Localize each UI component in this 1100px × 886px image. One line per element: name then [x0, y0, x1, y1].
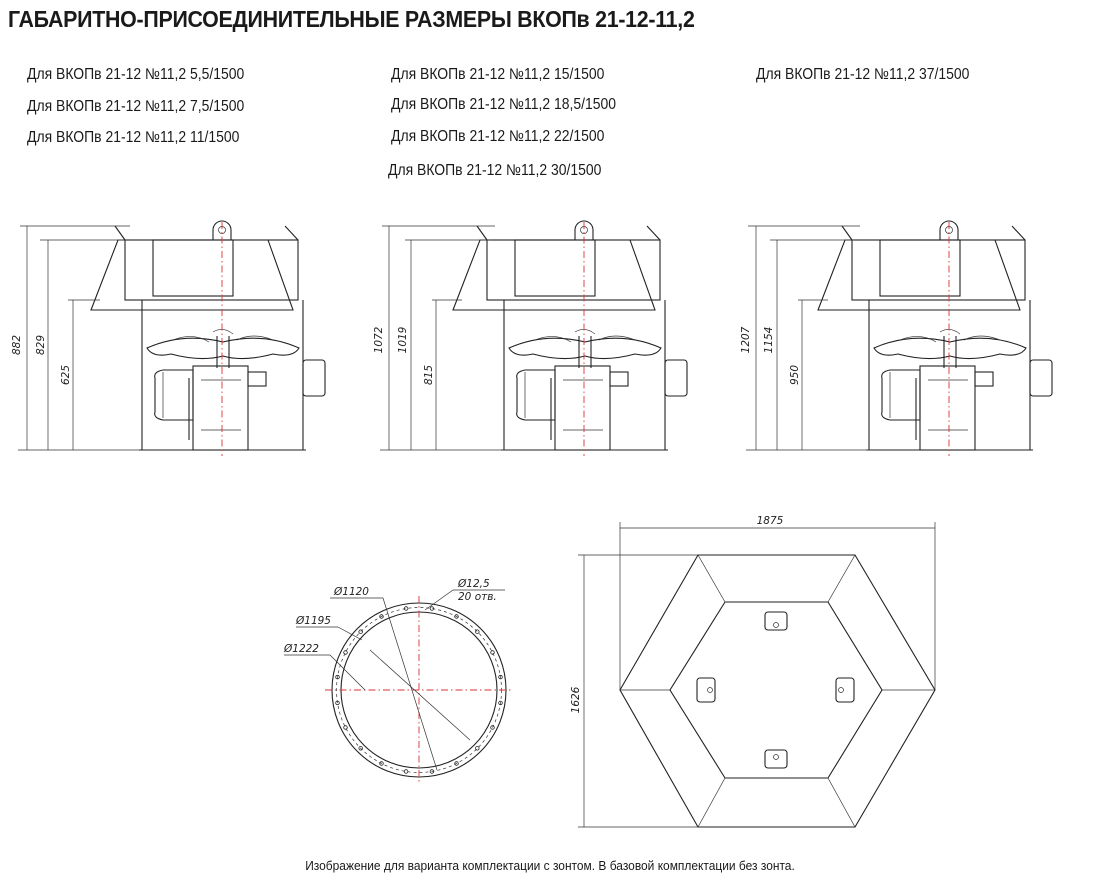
dimension-lines-view-1 — [18, 225, 140, 451]
bolt-hole — [379, 614, 384, 619]
elevation-view-1 — [90, 220, 326, 457]
caption-7-5kw: Для ВКОПв 21-12 №11,2 7,5/1500 — [27, 98, 245, 115]
bolt-hole — [343, 650, 348, 655]
dim-low-height-1: 625 — [60, 365, 72, 385]
dim-mid-height-3: 1154 — [763, 327, 775, 354]
bolt-hole — [429, 769, 435, 774]
dim-d-bolt: Ø1195 — [295, 615, 331, 627]
dim-low-height-2: 815 — [423, 365, 435, 385]
bolt-hole — [454, 761, 459, 766]
bolt-hole — [358, 746, 363, 751]
dim-total-height-2: 1072 — [373, 326, 385, 353]
dim-hole-count: 20 отв. — [458, 591, 497, 603]
flange-view — [284, 589, 513, 784]
hexagon-view — [578, 522, 936, 828]
bolt-hole — [454, 614, 459, 619]
caption-5-5kw: Для ВКОПв 21-12 №11,2 5,5/1500 — [27, 66, 245, 83]
bolt-hole — [343, 725, 348, 730]
bolt-hole — [403, 606, 409, 611]
caption-22kw: Для ВКОПв 21-12 №11,2 22/1500 — [391, 128, 605, 145]
bolt-hole — [475, 629, 480, 634]
elevation-view-2 — [452, 220, 688, 457]
dimension-lines-view-2 — [380, 225, 505, 451]
footer-note: Изображение для варианта комплектации с … — [305, 858, 795, 873]
caption-15kw: Для ВКОПв 21-12 №11,2 15/1500 — [391, 66, 605, 83]
hexagon-outer — [619, 554, 936, 828]
dimension-lines-view-3 — [746, 225, 870, 451]
bolt-hole — [429, 606, 435, 611]
bolt-hole — [379, 761, 384, 766]
caption-37kw: Для ВКОПв 21-12 №11,2 37/1500 — [756, 66, 970, 83]
caption-18-5kw: Для ВКОПв 21-12 №11,2 18,5/1500 — [391, 96, 617, 113]
dim-hex-width: 1875 — [757, 515, 784, 527]
caption-30kw: Для ВКОПв 21-12 №11,2 30/1500 — [388, 162, 602, 179]
bolt-hole — [490, 650, 495, 655]
bolt-hole — [490, 725, 495, 730]
bolt-hole — [498, 700, 503, 706]
dim-mid-height-2: 1019 — [397, 326, 409, 353]
bolt-hole — [403, 769, 409, 774]
hexagon-inner — [669, 601, 883, 779]
bolt-holes — [335, 606, 503, 774]
dim-low-height-3: 950 — [789, 365, 801, 385]
bolt-hole — [358, 629, 363, 634]
dim-total-height-1: 882 — [11, 335, 23, 355]
dim-d-inner: Ø1120 — [333, 586, 369, 598]
dim-total-height-3: 1207 — [740, 326, 752, 353]
dim-d-outer: Ø1222 — [283, 643, 319, 655]
dim-hex-height: 1626 — [570, 686, 582, 713]
caption-11kw: Для ВКОПв 21-12 №11,2 11/1500 — [27, 129, 240, 146]
dim-hole-diameter: Ø12,5 — [457, 578, 490, 590]
bolt-hole — [498, 674, 503, 680]
bolt-hole — [475, 746, 480, 751]
bolt-hole — [335, 674, 340, 680]
page-title: ГАБАРИТНО-ПРИСОЕДИНИТЕЛЬНЫЕ РАЗМЕРЫ ВКОП… — [8, 6, 695, 32]
elevation-view-3 — [817, 220, 1053, 457]
bolt-hole — [335, 700, 340, 706]
dim-mid-height-1: 829 — [35, 335, 47, 355]
